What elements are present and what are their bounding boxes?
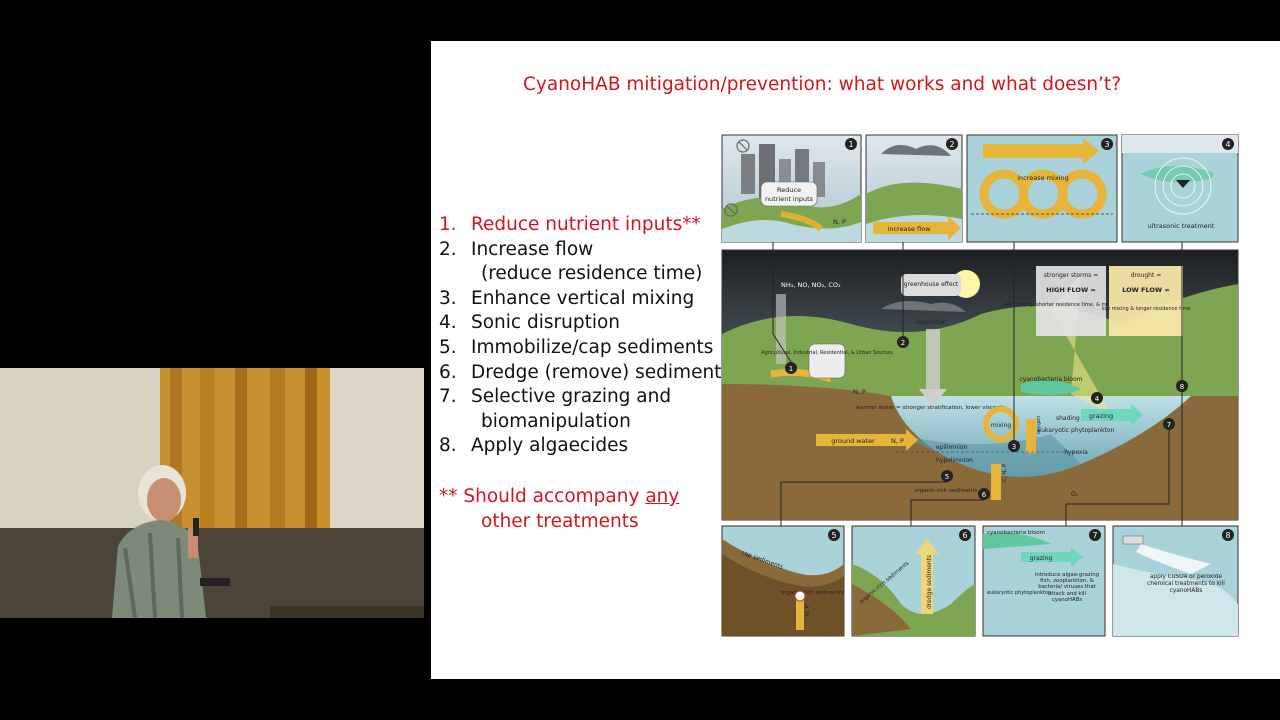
callout-6: 6 [982, 491, 987, 499]
list-item: biomanipulation [481, 410, 631, 432]
callout-1: 1 [789, 365, 793, 373]
panel-8: apply CuSO4 or peroxide chemical treatme… [1112, 525, 1239, 637]
panel-8-number: 8 [1225, 531, 1230, 540]
panel-7-bloom: cyanobacteria bloom [987, 530, 1045, 536]
eukaryotic-label: eukaryotic phytoplankton [1038, 427, 1115, 434]
gases-label: NH₃, NO, NO₂, CO₂ [781, 281, 841, 289]
list-item: 5.Immobilize/cap sediments [439, 336, 714, 358]
panel-6-number: 6 [962, 531, 967, 540]
panel-4-number: 4 [1225, 140, 1230, 149]
list-item: 6.Dredge (remove) sediments [439, 361, 732, 383]
panel-1-np: N, P [833, 218, 846, 226]
panel-1-label: Reduce [777, 186, 801, 194]
hypolimnion-label: hypolimnion [936, 457, 973, 464]
slide-title: CyanoHAB mitigation/prevention: what wor… [523, 74, 1122, 95]
deposition-label: deposition [915, 319, 946, 326]
panel-5-number: 5 [831, 531, 836, 540]
speaker-scene [0, 368, 424, 618]
ground-water-label: ground water [831, 437, 875, 445]
list-item: (reduce residence time) [481, 263, 703, 285]
callout-2: 2 [901, 339, 905, 347]
mitigation-list: 1.Reduce nutrient inputs** 2.Increase fl… [439, 213, 731, 459]
list-item: 3.Enhance vertical mixing [439, 287, 695, 309]
storms-label: stronger storms = [1044, 272, 1099, 279]
cnp-label: C, N, P [1002, 463, 1008, 482]
warmer-water-label: warmer water = stronger stratification, … [856, 405, 1007, 411]
grazing-label: grazing [1089, 412, 1113, 420]
callout-4: 4 [1095, 395, 1100, 403]
panel-4-label: ultrasonic treatment [1148, 222, 1215, 230]
oxygen-label: oxygen [1036, 416, 1042, 434]
list-item: 4.Sonic disruption [439, 312, 621, 334]
panel-5-np: N, P [805, 604, 811, 616]
blocked-icon [794, 590, 806, 602]
panel-1-number: 1 [848, 140, 853, 149]
high-flow-desc: high mixing, shorter residence time, & m… [1003, 302, 1138, 308]
hypoxia-label: hypoxia [1064, 449, 1088, 456]
panel-3-label: increase mixing [1017, 174, 1069, 182]
o2-label: O₂ [1071, 491, 1079, 498]
speaker-video [0, 368, 424, 618]
panel-8-desc-box: apply CuSO4 or peroxide chemical treatme… [1147, 574, 1225, 594]
panel-5-sub: organic-rich sediments [781, 590, 844, 596]
drought-label: drought = [1131, 272, 1162, 279]
panel-7-desc-box: introduce algae-grazing fish, zooplankto… [1035, 572, 1099, 603]
panel-7: cyanobacteria bloom grazing eukaryotic p… [982, 525, 1106, 637]
slide: CyanoHAB mitigation/prevention: what wor… [431, 41, 1280, 679]
panel-6-label: dredge sediments [926, 555, 933, 609]
panel-4: ultrasonic treatment 4 [1121, 134, 1239, 243]
bloom-label: cyanobacteria bloom [1019, 376, 1082, 383]
greenhouse-label: greenhouse effect [904, 281, 959, 288]
main-panel: NH₃, NO, NO₂, CO₂ greenhouse effect depo… [721, 242, 1239, 526]
panel-1: Reduce nutrient inputs N, P 1 [721, 134, 862, 243]
shading-label: shading [1056, 415, 1080, 422]
organic-sediments-label: organic-rich sediments [915, 488, 978, 494]
panel-5: cap sediments organic-rich sediments N, … [721, 525, 845, 637]
panel-7-grazing: grazing [1030, 555, 1053, 562]
list-item: 2.Increase flow [439, 238, 594, 260]
panel-2-label: increase flow [888, 225, 932, 233]
svg-text:nutrient inputs: nutrient inputs [765, 195, 814, 203]
sources-label: Agricultural, Industrial, Residential, &… [761, 350, 893, 356]
panel-2-number: 2 [949, 140, 954, 149]
low-flow-label: LOW FLOW = [1122, 286, 1170, 294]
callout-3: 3 [1012, 443, 1016, 451]
prohibited-icon [736, 139, 750, 153]
prohibited-icon [724, 203, 738, 217]
panel-7-number: 7 [1092, 531, 1097, 540]
high-flow-label: HIGH FLOW = [1046, 286, 1096, 294]
callout-8: 8 [1180, 383, 1184, 391]
list-item: 7.Selective grazing and [439, 386, 672, 408]
epilimnion-label: epilimnion [936, 444, 967, 451]
np-label: N, P [853, 388, 866, 396]
callout-5: 5 [945, 473, 949, 481]
footnote: ** Should accompany any other treatments [439, 486, 680, 532]
list-item: 8.Apply algaecides [439, 435, 629, 457]
low-flow-desc: low mixing & longer residence time [1102, 306, 1191, 312]
list-item: 1.Reduce nutrient inputs** [439, 214, 701, 235]
panel-6: dredge sediments organic-rich sediments … [851, 525, 976, 637]
cyanohab-diagram: Reduce nutrient inputs N, P 1 increase f… [721, 134, 1239, 637]
ground-np-label: N, P [891, 437, 904, 445]
panel-3-number: 3 [1104, 140, 1109, 149]
panel-3: increase mixing 3 [966, 134, 1118, 243]
panel-7-euk: eukaryotic phytoplankton [987, 590, 1051, 596]
mixing-label: mixing [991, 422, 1012, 429]
panel-2: increase flow 2 [865, 134, 963, 243]
callout-7: 7 [1167, 421, 1171, 429]
